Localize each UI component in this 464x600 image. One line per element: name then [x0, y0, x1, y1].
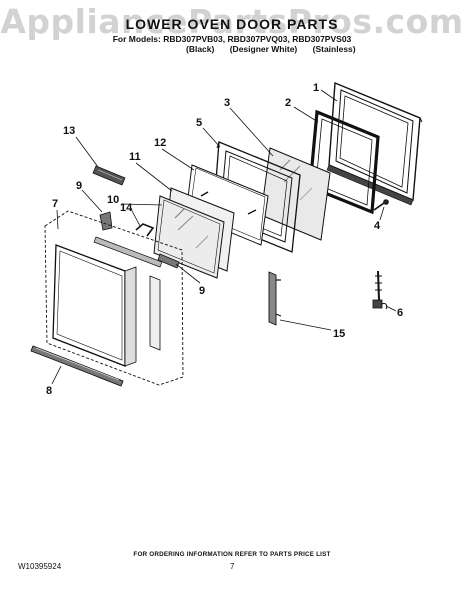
callout-7: 7 [52, 198, 58, 210]
part-hinge-receptacle-lower [157, 253, 180, 269]
callout-9-upper: 9 [76, 180, 82, 192]
part-hinge-receptacle-upper [99, 211, 113, 231]
part-door-hinge [268, 271, 282, 326]
part-outer-glass [260, 147, 331, 241]
callout-8: 8 [46, 385, 52, 397]
leader-lines [51, 89, 397, 385]
callout-12: 12 [154, 137, 166, 149]
callout-14: 14 [120, 202, 133, 214]
callout-10: 10 [107, 194, 119, 206]
models-line: For Models: RBD307PVB03, RBD307PVQ03, RB… [112, 34, 352, 44]
watermark: AppliancePartsPros.com [0, 2, 464, 41]
callout-1: 1 [313, 82, 319, 94]
page-number: 7 [230, 562, 235, 571]
callout-2: 2 [285, 97, 291, 109]
part-glass-pack-front [153, 195, 225, 279]
part-door-gasket [308, 109, 380, 215]
callout-3: 3 [224, 97, 230, 109]
finish-black: (Black) [186, 44, 215, 54]
part-door-frame [326, 81, 423, 206]
callout-11: 11 [129, 151, 141, 163]
finish-stainless: (Stainless) [312, 44, 356, 54]
part-sensor-probe [372, 270, 388, 310]
finishes-line: (Black) (Designer White) (Stainless) [186, 44, 369, 54]
part-bracket [135, 223, 155, 237]
finish-designer-white: (Designer White) [229, 44, 298, 54]
callout-5: 5 [196, 117, 202, 129]
part-door-liner [44, 210, 184, 386]
part-screw [373, 199, 389, 211]
page-title: LOWER OVEN DOOR PARTS [125, 16, 339, 32]
part-trim-strip [92, 165, 126, 186]
callout-15: 15 [333, 328, 345, 340]
part-door-handle [30, 345, 124, 387]
ordering-note: FOR ORDERING INFORMATION REFER TO PARTS … [133, 551, 331, 558]
callout-6: 6 [397, 307, 403, 319]
callout-9-lower: 9 [199, 285, 205, 297]
callout-4: 4 [374, 220, 381, 232]
document-number: W10395924 [18, 562, 62, 571]
callout-13: 13 [63, 125, 75, 137]
